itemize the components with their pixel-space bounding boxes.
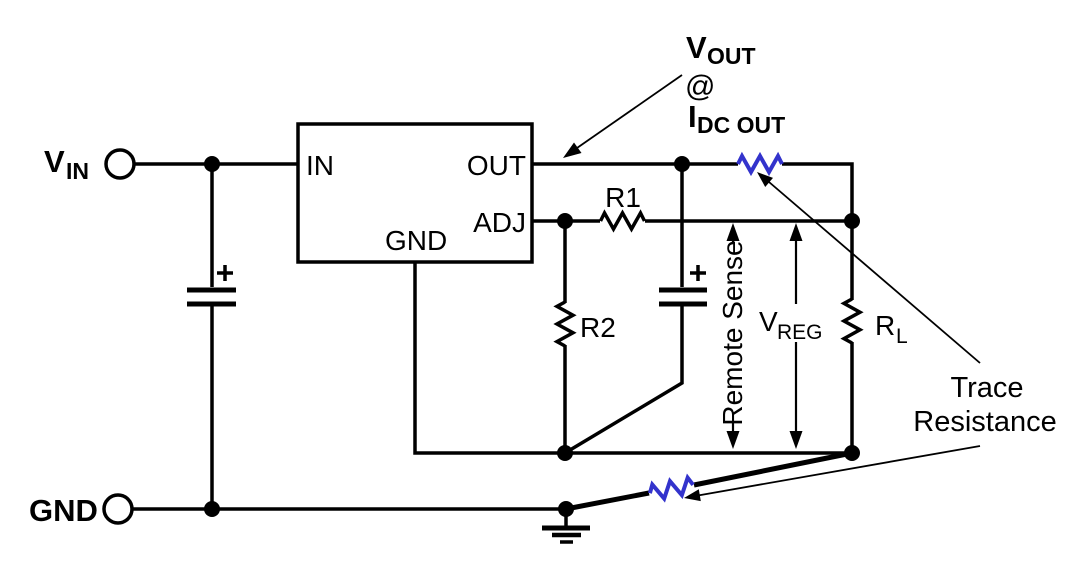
pin-label-gnd: GND (385, 225, 447, 256)
trace-resistance-pointer-bottom (684, 445, 981, 502)
resistor-r1 (598, 209, 647, 233)
rl-sub: L (896, 325, 908, 348)
gnd-terminal-circle (102, 493, 134, 525)
r2-label: R2 (580, 312, 616, 343)
resistor-r2 (553, 300, 577, 348)
output-cap-plus-icon (690, 265, 706, 281)
out-wire (532, 162, 854, 221)
vreg-sub: REG (777, 321, 823, 344)
output-capacitor (659, 265, 707, 307)
remote-sense-label: Remote Sense (717, 240, 748, 425)
pin-label-out: OUT (467, 150, 526, 181)
vin-main: V (44, 144, 65, 179)
wires (132, 162, 854, 512)
gnd-terminal-label: GND (29, 493, 98, 528)
regulator-box (296, 122, 534, 264)
regulator-gnd-rail (413, 262, 852, 455)
vout-pointer-arrow (563, 74, 683, 158)
output-cap-leads (564, 164, 684, 455)
vreg-main: V (759, 306, 778, 337)
input-cap-plus-icon (217, 265, 233, 281)
vreg-label-bg (754, 304, 832, 342)
pin-label-adj: ADJ (473, 207, 526, 238)
trace-resistance-out-icon (736, 151, 784, 177)
pin-label-in: IN (306, 150, 334, 181)
trace-resistance-label: Trace Resistance (913, 372, 1056, 438)
vin-sub: IN (66, 158, 89, 184)
idc-main: I (688, 99, 697, 134)
resistor-load (840, 297, 864, 345)
junction-dots (204, 156, 860, 517)
vout-annotation: V OUT @ I DC OUT (685, 30, 785, 138)
ground-return-trace (565, 450, 853, 512)
trace-resistance-line2: Resistance (913, 406, 1056, 438)
trace-resistance-gnd-icon (647, 473, 695, 503)
at-symbol: @ (685, 70, 715, 103)
vin-terminal-label: V IN (44, 144, 89, 184)
trace-resistance-line1: Trace (950, 372, 1023, 404)
vout-sub: OUT (707, 43, 756, 69)
rl-main: R (875, 310, 895, 341)
vin-terminal-circle (104, 148, 136, 180)
load-resistor-label: R L (875, 310, 908, 348)
trace-resistance-pointer-top (757, 172, 981, 364)
remote-sense-label-bg (714, 243, 752, 423)
vreg-label: V REG (759, 306, 823, 344)
vout-main: V (686, 30, 707, 65)
r1-label: R1 (605, 182, 641, 213)
idc-sub: DC OUT (697, 112, 785, 138)
input-capacitor (187, 265, 236, 307)
